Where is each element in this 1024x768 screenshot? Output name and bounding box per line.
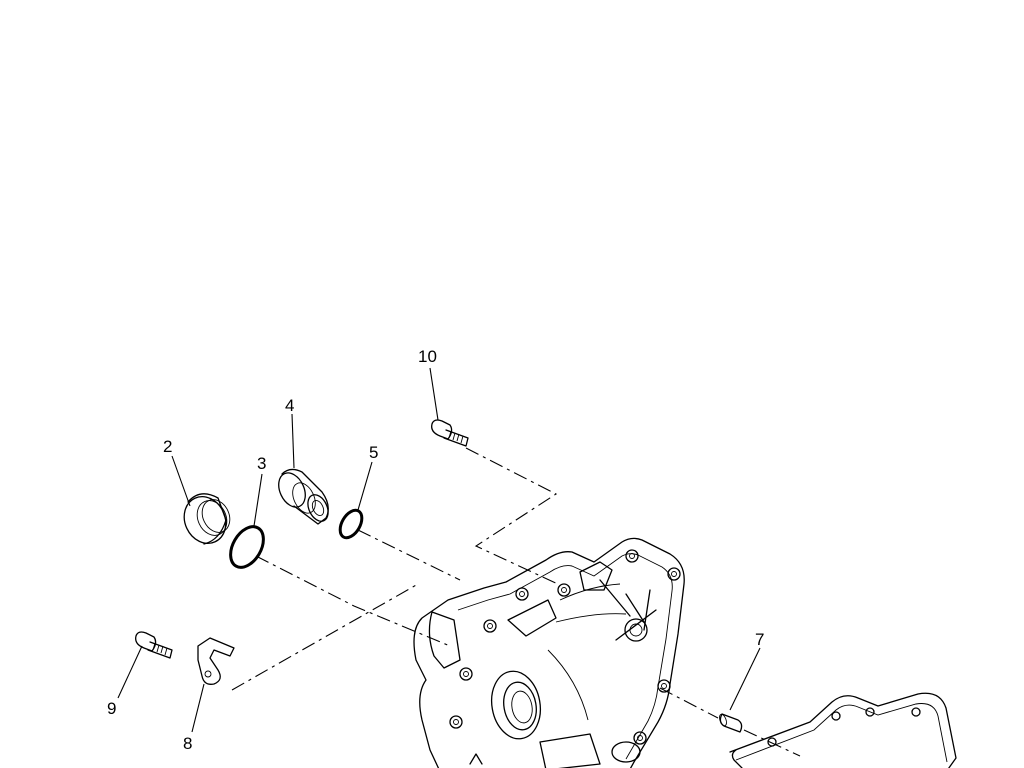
callout-9: 9 [107, 699, 116, 718]
part-8-bracket [197, 637, 235, 685]
callout-4: 4 [285, 396, 294, 415]
part-5-o-ring [338, 508, 364, 540]
callout-3: 3 [257, 454, 266, 473]
part-2-plug [183, 493, 231, 545]
part-7-dowel-pin [719, 713, 743, 733]
leader-lines [117, 367, 761, 733]
callout-5: 5 [369, 443, 378, 462]
flange-bolt-holes [449, 549, 681, 745]
assembly-axis-lines [231, 447, 801, 757]
part-3-o-ring [229, 525, 265, 569]
crankcase-cover [413, 537, 685, 768]
part-4-stepped-plug [278, 468, 329, 525]
callout-8: 8 [183, 734, 192, 753]
callout-7: 7 [755, 630, 764, 649]
callout-2: 2 [163, 437, 172, 456]
callout-labels: 10 2 3 4 5 7 8 9 [107, 347, 764, 753]
part-10-bolt [431, 419, 469, 447]
gasket [729, 692, 957, 768]
part-9-bolt [135, 631, 173, 659]
callout-10: 10 [418, 347, 437, 366]
